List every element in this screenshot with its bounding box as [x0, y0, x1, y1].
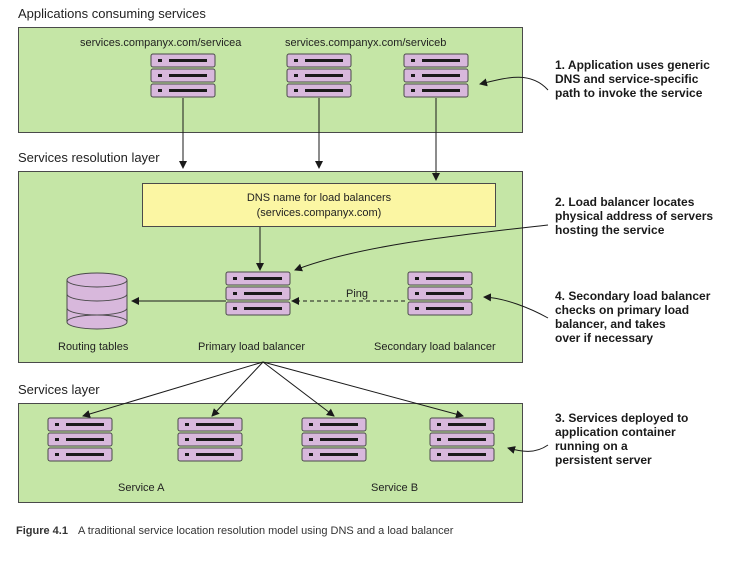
dns-name-box: DNS name for load balancers (services.co… [142, 183, 496, 227]
note-1-pointer [479, 76, 549, 91]
figure-number: Figure 4.1 [16, 525, 68, 537]
dns-name-title: DNS name for load balancers [246, 192, 392, 204]
applications-layer-title: Applications consuming services [18, 6, 206, 21]
server-stack-icon [403, 53, 469, 98]
primary-load-balancer-label: Primary load balancer [198, 341, 305, 353]
note-3: 3. Services deployed to application cont… [555, 411, 688, 467]
ping-label: Ping [346, 288, 369, 300]
note-4-line: checks on primary load [555, 303, 690, 317]
note-1-line: 1. Application uses generic [555, 58, 710, 72]
note-4-pointer [483, 293, 549, 319]
arrow-to-service [211, 361, 264, 417]
note-3-line: application container [555, 425, 676, 439]
service-b-server-icon [429, 417, 495, 462]
note-1-line: path to invoke the service [555, 86, 703, 100]
note-1-line: DNS and service-specific [555, 72, 699, 86]
note-2: 2. Load balancer locates physical addres… [555, 195, 713, 237]
figure-caption: Figure 4.1 A traditional service location… [16, 525, 453, 537]
secondary-load-balancer-icon [407, 271, 473, 316]
primary-load-balancer-icon [225, 271, 291, 316]
note-2-line: physical address of servers [555, 209, 714, 223]
note-4: 4. Secondary load balancer checks on pri… [555, 289, 710, 345]
note-2-pointer [294, 224, 549, 272]
note-4-line: balancer, and takes [555, 317, 666, 331]
server-stack-icon [150, 53, 216, 98]
servicea-url-label: services.companyx.com/servicea [80, 37, 242, 49]
note-1: 1. Application uses generic DNS and serv… [555, 58, 710, 100]
note-2-line: hosting the service [555, 223, 665, 237]
note-3-line: running on a [555, 439, 628, 453]
note-3-line: persistent server [555, 453, 652, 467]
note-3-line: 3. Services deployed to [555, 411, 689, 425]
arrow-to-service [262, 361, 464, 419]
note-2-line: 2. Load balancer locates [555, 195, 695, 209]
services-layer-title: Services layer [18, 382, 100, 397]
arrow-to-service [82, 361, 264, 418]
routing-tables-label: Routing tables [58, 341, 129, 353]
note-4-line: over if necessary [555, 331, 654, 345]
figure-caption-text: A traditional service location resolutio… [77, 525, 454, 537]
note-3-pointer [507, 444, 549, 454]
dns-name-host: (services.companyx.com) [256, 207, 382, 219]
routing-tables-database-icon [66, 272, 128, 330]
note-4-line: 4. Secondary load balancer [555, 289, 711, 303]
service-a-server-icon [47, 417, 113, 462]
service-b-label: Service B [371, 482, 419, 494]
service-a-server-icon [177, 417, 243, 462]
service-b-server-icon [301, 417, 367, 462]
arrow-to-service [262, 361, 335, 417]
server-stack-icon [286, 53, 352, 98]
resolution-layer-title: Services resolution layer [18, 150, 160, 165]
service-a-label: Service A [118, 482, 165, 494]
serviceb-url-label: services.companyx.com/serviceb [285, 37, 447, 49]
secondary-load-balancer-label: Secondary load balancer [374, 341, 496, 353]
